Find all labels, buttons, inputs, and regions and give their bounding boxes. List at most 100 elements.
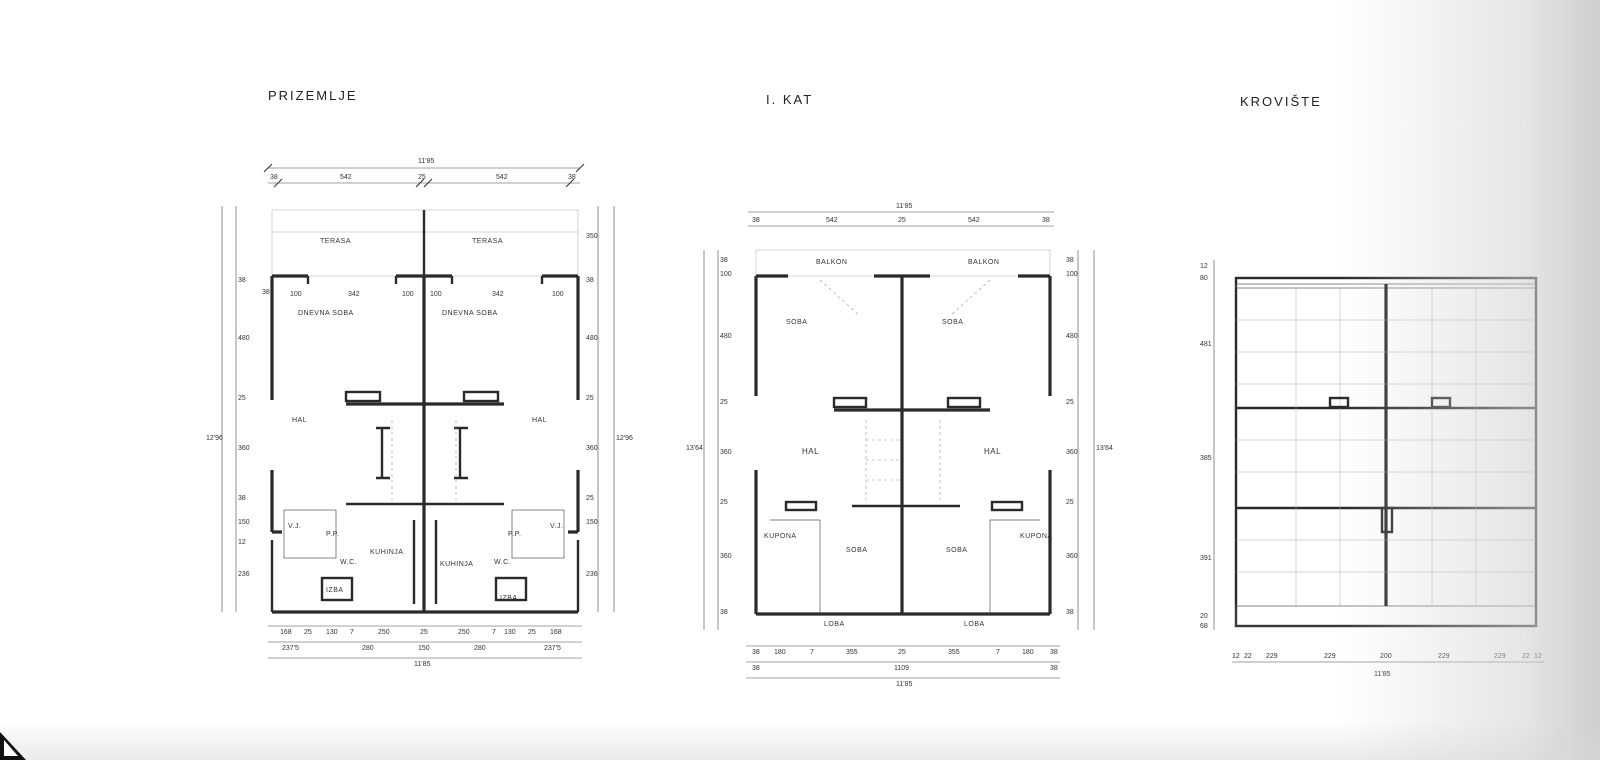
dim: 100	[720, 271, 732, 278]
room-label-balkon: BALKON	[816, 259, 847, 266]
dim: 229	[1438, 653, 1450, 660]
dim: 342	[492, 291, 504, 298]
room-label-izba: IZBA	[500, 595, 518, 602]
dim: 12	[1534, 653, 1542, 660]
dim: 480	[238, 335, 250, 342]
dim: 360	[586, 445, 598, 452]
room-label-loba: LOBA	[824, 621, 845, 628]
dim: 236	[586, 571, 598, 578]
room-label-terasa: TERASA	[320, 238, 351, 245]
dim: 25	[898, 217, 906, 224]
room-label-terasa: TERASA	[472, 238, 503, 245]
dim: 11'85	[414, 661, 430, 668]
dim: 22	[1522, 653, 1530, 660]
room-label-soba: SOBA	[946, 547, 967, 554]
dim: 25	[528, 629, 536, 636]
dim: 480	[586, 335, 598, 342]
room-label-wc: W.C.	[340, 559, 357, 566]
dim: 480	[1066, 333, 1078, 340]
dim: 25	[1066, 399, 1074, 406]
dim: 542	[496, 174, 508, 181]
dim: 180	[1022, 649, 1034, 656]
room-label-izba: IZBA	[326, 587, 344, 594]
dim: 229	[1324, 653, 1336, 660]
dim: 237'5	[282, 645, 299, 652]
room-label-kuhinja: KUHINJA	[370, 549, 403, 556]
dim: 355	[846, 649, 858, 656]
dim: 168	[280, 629, 292, 636]
dim: 25	[586, 495, 594, 502]
dim: 355	[948, 649, 960, 656]
dim: 12'96	[616, 435, 633, 442]
dim: 237'5	[544, 645, 561, 652]
dim: 130	[326, 629, 338, 636]
dim: 25	[1066, 499, 1074, 506]
dim: 68	[1200, 623, 1208, 630]
dim: 38	[1066, 257, 1074, 264]
dim: 38	[752, 649, 760, 656]
dim: 7	[350, 629, 354, 636]
dim: 250	[458, 629, 470, 636]
dim: 11'85	[1374, 671, 1390, 678]
dim: 38	[1050, 665, 1058, 672]
dim: 38	[270, 174, 278, 181]
dim: 25	[898, 649, 906, 656]
dim: 25	[238, 395, 246, 402]
dim: 130	[504, 629, 516, 636]
room-label-hal: HAL	[532, 417, 547, 424]
dim: 100	[402, 291, 414, 298]
room-label-kupona: KUPONA	[1020, 533, 1053, 540]
dim: 280	[474, 645, 486, 652]
room-label-balkon: BALKON	[968, 259, 999, 266]
room-label-soba: SOBA	[846, 547, 867, 554]
dim: 229	[1494, 653, 1506, 660]
room-label-pp: P.P.	[326, 531, 339, 538]
dim: 38	[752, 217, 760, 224]
room-label-vj: V.J.	[550, 523, 563, 530]
room-label-hal: HAL	[292, 417, 307, 424]
dim: 150	[418, 645, 430, 652]
dim: 38	[1042, 217, 1050, 224]
room-label-kupona: KUPONA	[764, 533, 797, 540]
dim: 250	[378, 629, 390, 636]
dim: 342	[348, 291, 360, 298]
dim: 360	[720, 449, 732, 456]
room-label-hal: HAL	[984, 447, 1001, 456]
dim: 360	[238, 445, 250, 452]
dim: 38	[720, 257, 728, 264]
plan-title-prizemlje: PRIZEMLJE	[268, 88, 358, 103]
room-label-dnevna-soba: DNEVNA SOBA	[442, 310, 498, 317]
dim: 11'85	[896, 203, 912, 210]
dim: 38	[586, 277, 594, 284]
dim: 11'85	[418, 158, 434, 165]
dim: 236	[238, 571, 250, 578]
dim: 150	[586, 519, 598, 526]
corner-fold-mark	[0, 732, 26, 760]
dim: 25	[720, 499, 728, 506]
dim: 350	[586, 233, 598, 240]
dim: 38	[1066, 609, 1074, 616]
dim: 7	[810, 649, 814, 656]
room-label-kuhinja: KUHINJA	[440, 561, 473, 568]
room-label-soba: SOBA	[786, 319, 807, 326]
room-label-loba: LOBA	[964, 621, 985, 628]
dim: 25	[418, 174, 426, 181]
room-label-dnevna-soba: DNEVNA SOBA	[298, 310, 354, 317]
dim: 20	[1200, 613, 1208, 620]
dim: 11'85	[896, 681, 912, 688]
dim: 360	[1066, 553, 1078, 560]
dim: 280	[362, 645, 374, 652]
dim: 542	[340, 174, 352, 181]
room-label-pp: P.P.	[508, 531, 521, 538]
dim: 7	[996, 649, 1000, 656]
dim: 38	[568, 174, 576, 181]
dim: 229	[1266, 653, 1278, 660]
dim: 38	[238, 495, 246, 502]
room-label-hal: HAL	[802, 447, 819, 456]
plan-prizemlje: PRIZEMLJE 11'85 38 542 25 542 38 TERASA …	[206, 88, 633, 668]
dim: 180	[774, 649, 786, 656]
dim: 100	[552, 291, 564, 298]
dim: 25	[420, 629, 428, 636]
dim: 391	[1200, 555, 1212, 562]
